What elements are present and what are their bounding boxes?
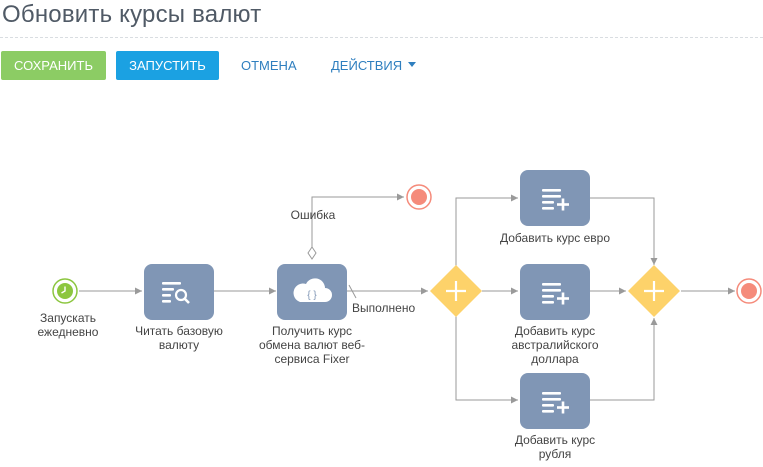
flow-gateway-euro[interactable]	[455, 194, 518, 268]
read-data-icon	[162, 282, 190, 304]
page-title: Обновить курсы валют	[2, 1, 262, 28]
web-service-task[interactable]: { }	[277, 264, 347, 320]
read-task-label: Читать базовую валюту	[135, 324, 223, 352]
conditional-flow-diamond	[307, 246, 317, 260]
add-data-icon	[542, 392, 569, 414]
end-event-final[interactable]	[736, 278, 762, 304]
svg-text:{ }: { }	[307, 290, 317, 301]
add-euro-label: Добавить курс евро	[499, 231, 611, 245]
sequence-flows	[79, 193, 735, 404]
default-flow-mark	[348, 284, 357, 299]
start-event[interactable]	[52, 278, 78, 304]
add-rub-rate-task[interactable]	[520, 373, 590, 429]
run-button[interactable]: ЗАПУСТИТЬ	[116, 51, 219, 80]
parallel-gateway-join[interactable]	[628, 265, 680, 317]
add-data-icon	[542, 189, 569, 211]
actions-label: ДЕЙСТВИЯ	[331, 58, 403, 73]
save-button[interactable]: СОХРАНИТЬ	[1, 51, 106, 80]
plus-icon	[644, 281, 664, 301]
flow-web-error[interactable]	[311, 193, 404, 248]
add-euro-rate-task[interactable]	[520, 170, 590, 226]
parallel-gateway-split[interactable]	[430, 265, 482, 317]
chevron-down-icon	[408, 62, 417, 68]
flow-gateway-rub[interactable]	[455, 316, 518, 404]
done-flow-label: Выполнено	[352, 301, 416, 315]
read-base-currency-task[interactable]	[144, 264, 214, 320]
add-data-icon	[542, 283, 569, 305]
flow-rub-join[interactable]	[590, 318, 658, 401]
add-aud-rate-task[interactable]	[520, 264, 590, 320]
error-flow-label: Ошибка	[290, 208, 336, 222]
cancel-button[interactable]: ОТМЕНА	[241, 58, 297, 73]
plus-icon	[446, 281, 466, 301]
web-task-label: Получить курс обмена валют веб-сервиса F…	[259, 324, 365, 366]
cloud-web-service-icon: { }	[293, 278, 332, 302]
add-aud-label: Добавить курс австралийского доллара	[511, 324, 599, 366]
start-event-label: Запускать ежедневно	[37, 311, 99, 339]
actions-dropdown-button[interactable]: ДЕЙСТВИЯ	[331, 51, 417, 80]
title-divider	[0, 37, 763, 38]
add-rub-label: Добавить курс рубля	[514, 433, 596, 461]
toolbar: СОХРАНИТЬ ЗАПУСТИТЬ ОТМЕНА ДЕЙСТВИЯ	[0, 51, 763, 81]
end-event-error[interactable]	[406, 184, 432, 210]
flow-euro-join[interactable]	[590, 197, 658, 265]
